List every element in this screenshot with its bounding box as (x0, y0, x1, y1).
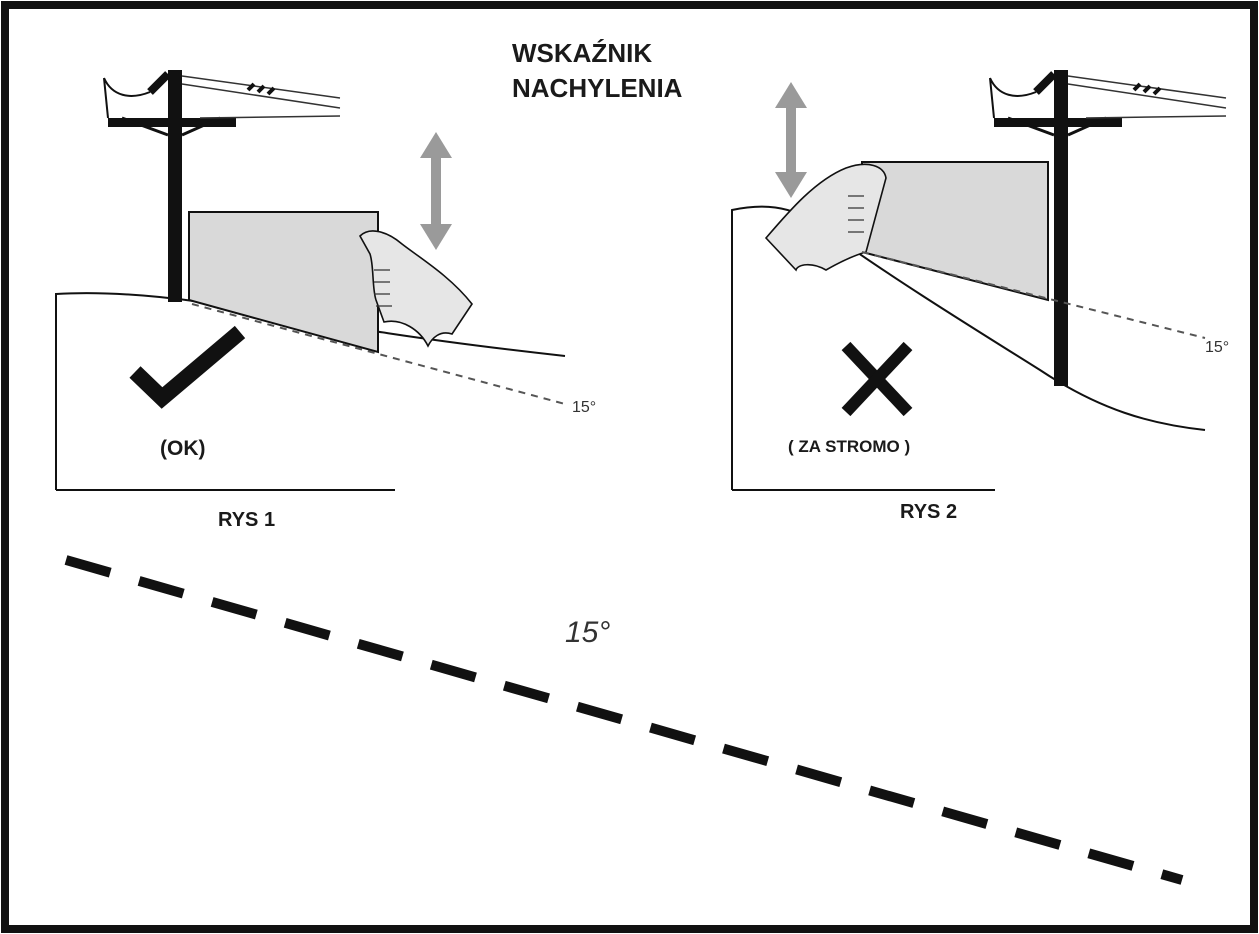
fig1-vertical-arrow-icon (420, 132, 452, 250)
fig1-hand-icon (359, 230, 473, 348)
fig2-hill (731, 205, 1206, 490)
fig2-vertical-arrow-icon (775, 82, 807, 198)
fig1-verdict: (OK) (160, 437, 206, 460)
cross-icon (841, 341, 913, 417)
fig2-caption: RYS 2 (900, 501, 957, 523)
figure-1: 15° (OK) RYS 1 (55, 70, 596, 531)
fig2-hand-icon (764, 163, 887, 272)
fig2-angle-guide (861, 251, 1206, 339)
fig2-verdict: ( ZA STROMO ) (788, 437, 910, 456)
reference-slope-line (64, 555, 1184, 885)
fig1-angle-label: 15° (572, 399, 596, 416)
fig1-caption: RYS 1 (218, 509, 275, 531)
figure-2: 15° ( ZA STROMO ) RYS 2 (731, 70, 1229, 523)
fig2-utility-pole-icon (989, 70, 1227, 386)
title-line-1: WSKAŹNIK (512, 38, 652, 68)
fig1-equipment-panel (188, 211, 379, 354)
reference-angle-label: 15° (565, 616, 610, 649)
fig2-angle-label: 15° (1205, 339, 1229, 356)
fig1-utility-pole-icon (103, 70, 341, 302)
checkmark-icon (129, 325, 246, 409)
title-line-2: NACHYLENIA (512, 73, 683, 103)
